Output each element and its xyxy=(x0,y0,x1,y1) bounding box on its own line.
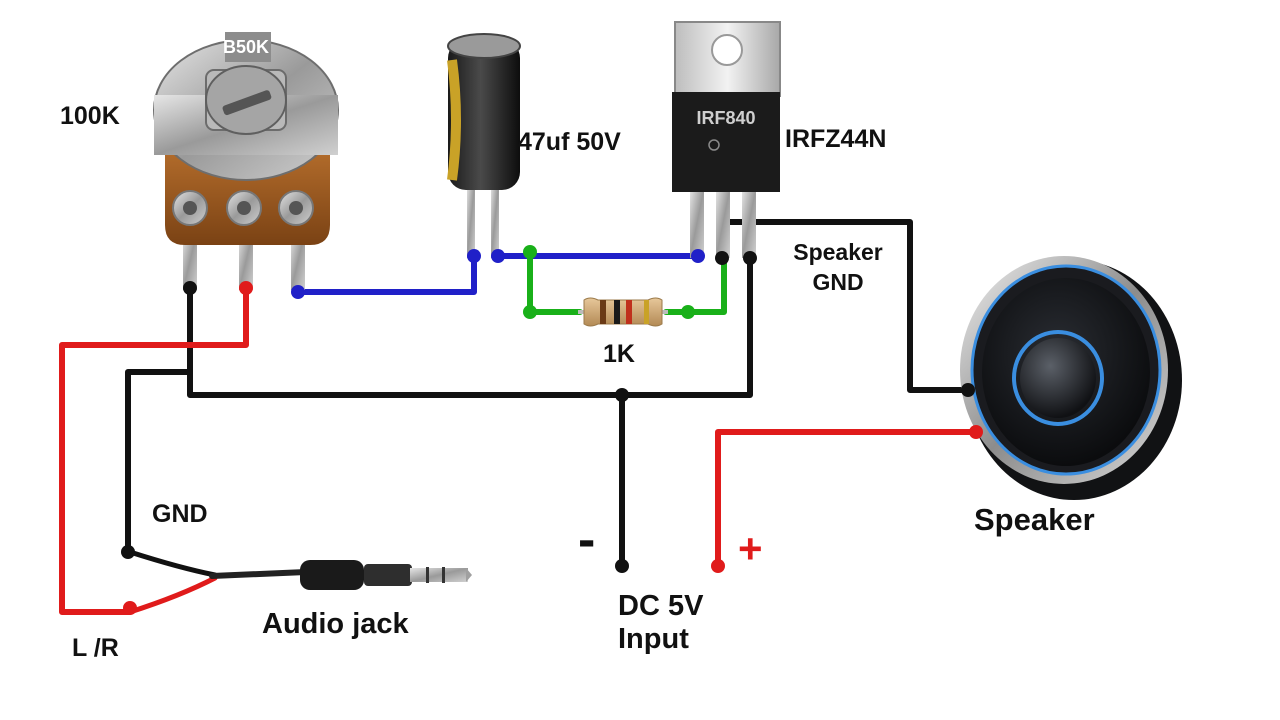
dc-minus-sign: - xyxy=(578,511,596,569)
lr-label: L /R xyxy=(72,634,119,662)
audio-jack-label: Audio jack xyxy=(262,608,409,640)
speaker-gnd-line2: GND xyxy=(812,268,864,295)
speaker-image xyxy=(960,256,1182,500)
dc-plus-sign: + xyxy=(738,525,763,572)
mosfet-marking: IRF840 xyxy=(696,108,755,128)
mosfet: IRF840 xyxy=(672,21,781,258)
dc-input-line1: DC 5V xyxy=(618,590,704,622)
resistor-label: 1K xyxy=(603,340,635,368)
resistor xyxy=(578,297,668,327)
wire-gnd-to-jack xyxy=(125,369,193,555)
wire-gnd-bus xyxy=(187,255,753,398)
pot-marking: B50K xyxy=(223,37,269,57)
dc-input-label: DC 5V Input xyxy=(618,590,703,657)
potentiometer: B50K xyxy=(153,32,339,290)
speaker-label: Speaker xyxy=(974,502,1095,537)
transistor-label: IRFZ44N xyxy=(785,125,887,153)
wire-dc-plus-to-speaker xyxy=(715,429,979,571)
wire-pot-to-cap xyxy=(295,253,477,295)
pot-value-label: 100K xyxy=(60,102,120,130)
wire-resistor-right xyxy=(663,255,727,315)
junction-dots xyxy=(121,245,983,615)
speaker-gnd-line1: Speaker xyxy=(793,239,883,265)
gnd-label: GND xyxy=(152,500,208,528)
wire-resistor-left xyxy=(527,249,583,315)
speaker-gnd-label: Speaker GND xyxy=(776,238,900,298)
capacitor xyxy=(447,33,521,258)
dc-input-line2: Input xyxy=(618,623,689,656)
wire-audio-signal xyxy=(59,285,249,615)
audio-jack-image xyxy=(127,549,472,615)
capacitor-label: 47uf 50V xyxy=(518,128,621,156)
